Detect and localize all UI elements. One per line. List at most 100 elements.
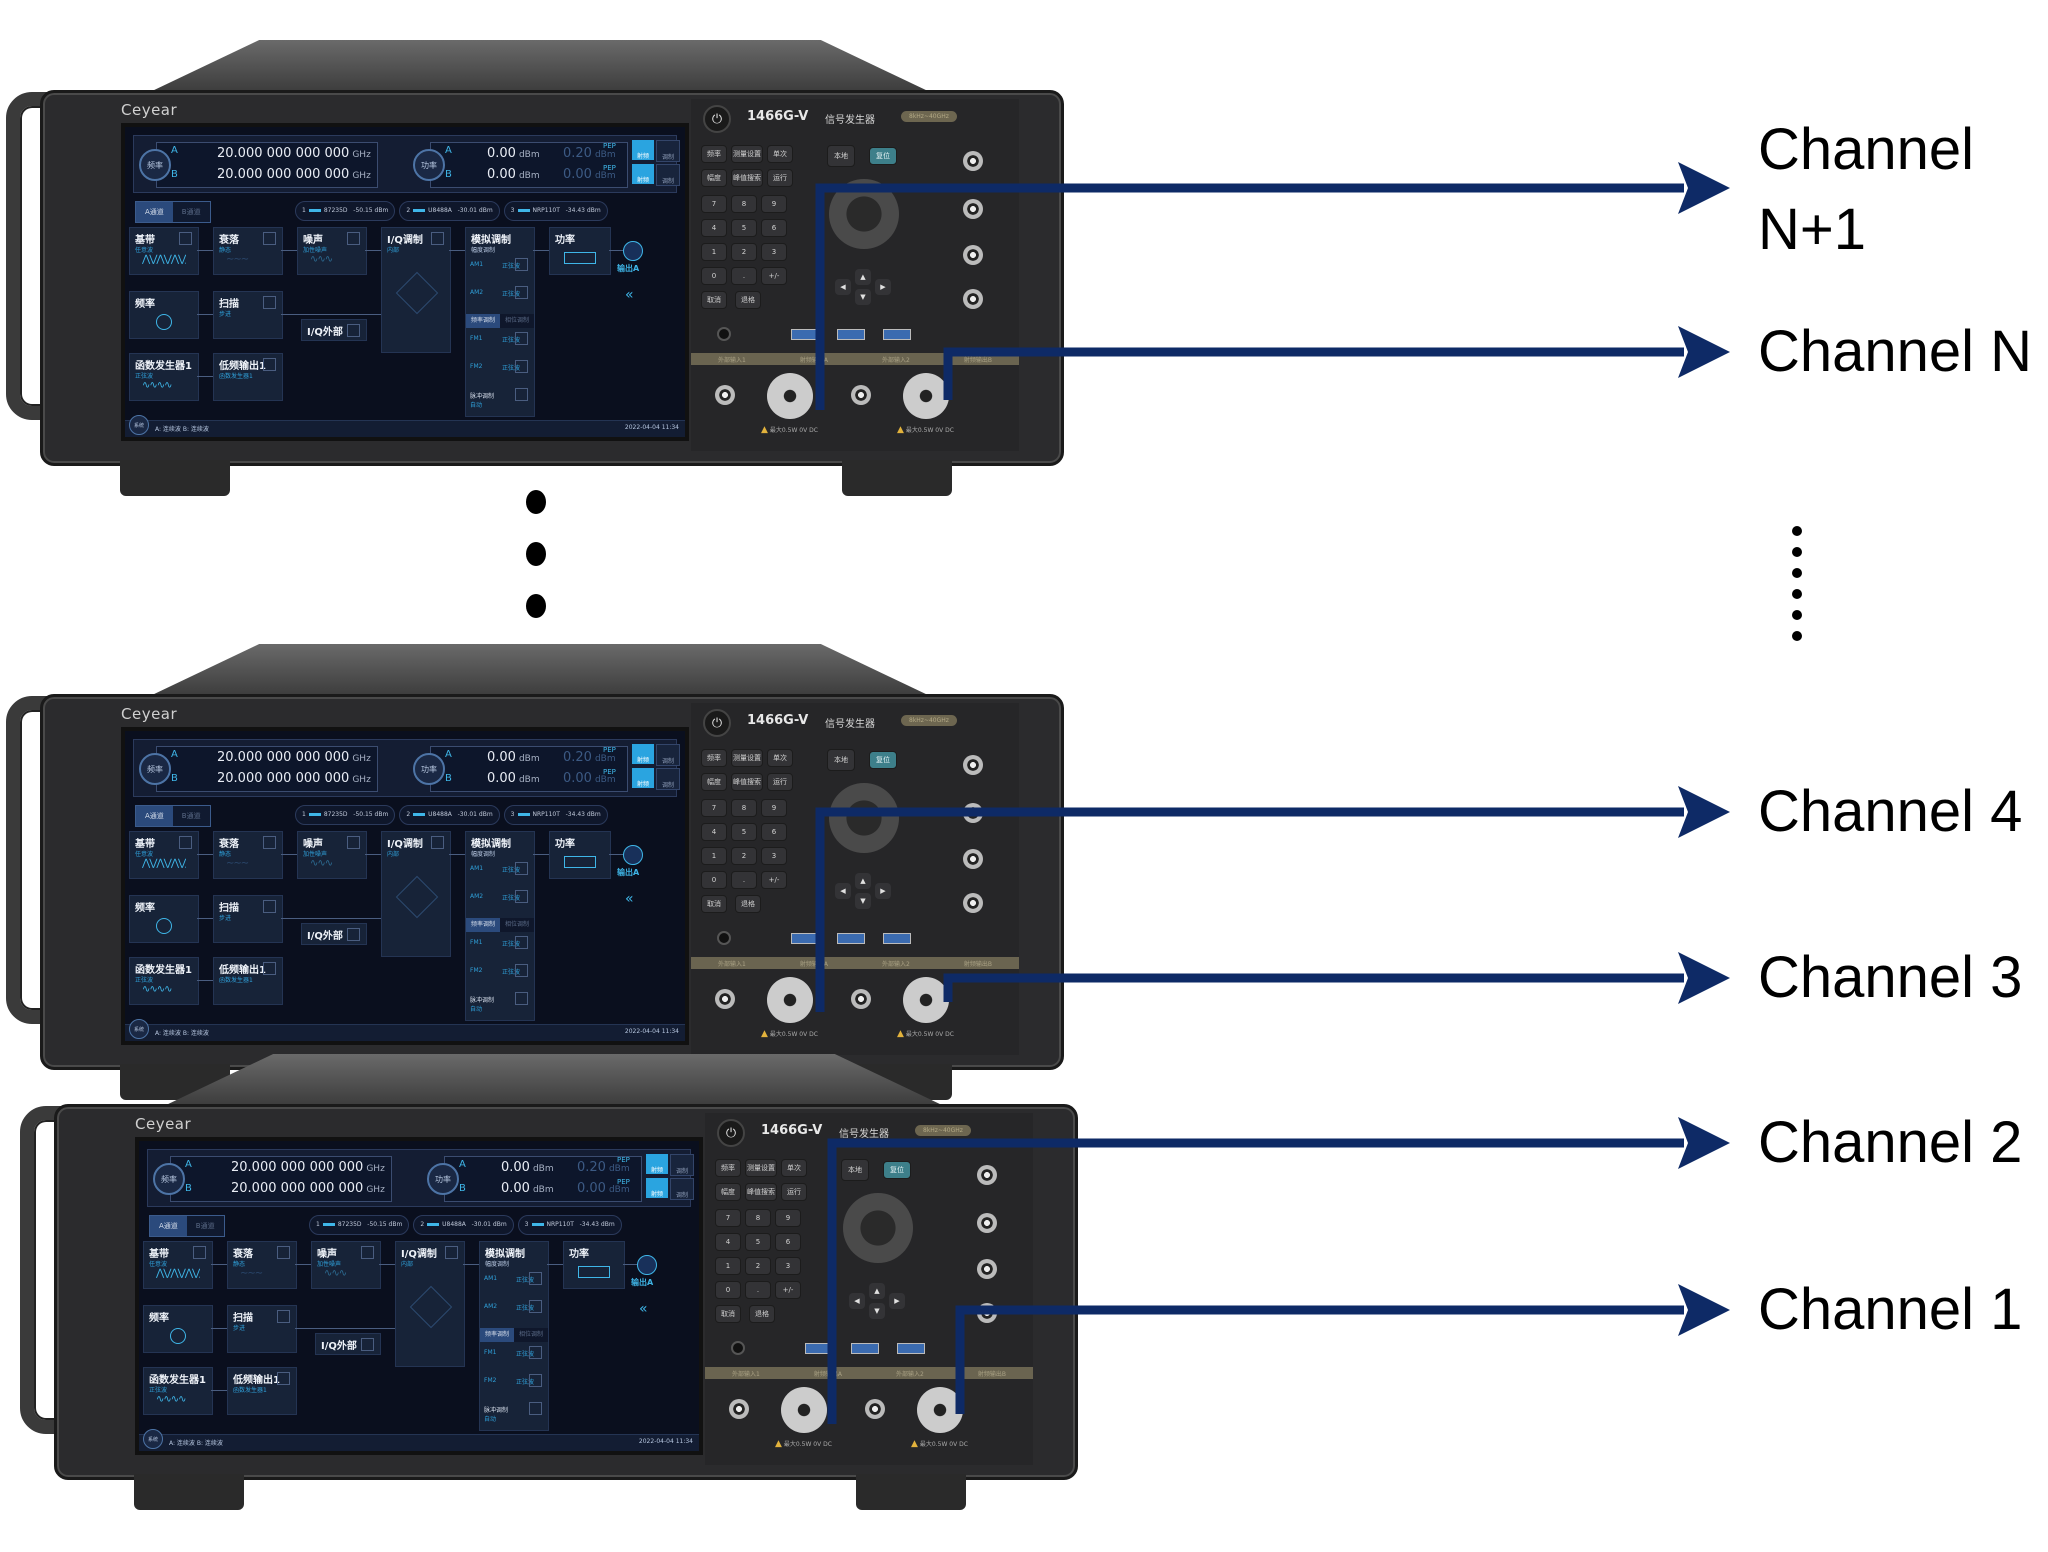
baseband-block[interactable]: 基带 任意波 ⋀⋁⋀⋁⋀⋁⋀⋁ bbox=[143, 1241, 213, 1289]
enable-checkbox[interactable] bbox=[263, 358, 276, 371]
bnc-connector[interactable] bbox=[963, 199, 983, 219]
arrow-left-key[interactable]: ◀ bbox=[849, 1293, 865, 1309]
pulse-row[interactable]: 脉冲调制自动 bbox=[484, 1402, 544, 1428]
arrow-right-key[interactable]: ▶ bbox=[889, 1293, 905, 1309]
bnc-connector[interactable] bbox=[963, 151, 983, 171]
key-7[interactable]: 7 bbox=[715, 1209, 741, 1227]
headphone-jack[interactable] bbox=[731, 1341, 745, 1355]
key-measure-setup[interactable]: 测量设置 bbox=[731, 145, 763, 163]
power-block[interactable]: 功率 bbox=[549, 227, 611, 275]
key-6[interactable]: 6 bbox=[761, 823, 787, 841]
enable-checkbox[interactable] bbox=[347, 324, 360, 337]
power-block[interactable]: 功率 bbox=[549, 831, 611, 879]
enable-checkbox[interactable] bbox=[361, 1338, 374, 1351]
frequency-block[interactable]: 频率 bbox=[129, 895, 199, 943]
arrow-down-key[interactable]: ▼ bbox=[855, 893, 871, 909]
key-local[interactable]: 本地 bbox=[827, 749, 855, 771]
collapse-panel-icon[interactable]: « bbox=[625, 287, 634, 303]
key-preset[interactable]: 复位 bbox=[869, 751, 897, 769]
bnc-connector[interactable] bbox=[963, 245, 983, 265]
power-block[interactable]: 功率 bbox=[563, 1241, 625, 1289]
fm1-checkbox[interactable] bbox=[515, 936, 528, 949]
iq-modulation-block[interactable]: I/Q调制 内部 bbox=[395, 1241, 465, 1367]
enable-checkbox[interactable] bbox=[361, 1246, 374, 1259]
key-preset[interactable]: 复位 bbox=[869, 147, 897, 165]
power-button[interactable]: 功率 bbox=[413, 753, 445, 785]
key-1[interactable]: 1 bbox=[701, 847, 727, 865]
enable-checkbox[interactable] bbox=[347, 928, 360, 941]
tab-fm[interactable]: 频率调制 bbox=[466, 314, 500, 328]
arrow-up-key[interactable]: ▲ bbox=[855, 269, 871, 285]
am1-checkbox[interactable] bbox=[529, 1272, 542, 1285]
rf-b-toggle[interactable]: 射频 bbox=[632, 768, 654, 788]
key-4[interactable]: 4 bbox=[701, 219, 727, 237]
key-2[interactable]: 2 bbox=[745, 1257, 771, 1275]
key-backspace[interactable]: 退格 bbox=[735, 291, 761, 309]
arrow-down-key[interactable]: ▼ bbox=[855, 289, 871, 305]
fm2-checkbox[interactable] bbox=[515, 964, 528, 977]
enable-checkbox[interactable] bbox=[263, 962, 276, 975]
tab-pm[interactable]: 相位调制 bbox=[514, 1328, 548, 1342]
collapse-panel-icon[interactable]: « bbox=[625, 891, 634, 907]
rotary-knob[interactable] bbox=[843, 1193, 913, 1263]
external-input-1-connector[interactable] bbox=[715, 989, 735, 1009]
key-decimal[interactable]: . bbox=[745, 1281, 771, 1299]
usb-port[interactable] bbox=[851, 1343, 879, 1354]
arrow-left-key[interactable]: ◀ bbox=[835, 883, 851, 899]
key-frequency[interactable]: 频率 bbox=[701, 749, 727, 767]
rf-b-toggle[interactable]: 射频 bbox=[646, 1178, 668, 1198]
key-backspace[interactable]: 退格 bbox=[735, 895, 761, 913]
rf-output-a-connector[interactable] bbox=[767, 977, 813, 1023]
key-cancel[interactable]: 取消 bbox=[701, 291, 727, 309]
noise-block[interactable]: 噪声 加性噪声 ∿∿∿ bbox=[297, 227, 367, 275]
enable-checkbox[interactable] bbox=[263, 900, 276, 913]
tab-channel-b[interactable]: B通道 bbox=[186, 1216, 224, 1236]
baseband-block[interactable]: 基带 任意波 ⋀⋁⋀⋁⋀⋁⋀⋁ bbox=[129, 227, 199, 275]
key-2[interactable]: 2 bbox=[731, 847, 757, 865]
usb-port[interactable] bbox=[837, 329, 865, 340]
rf-output-b-connector[interactable] bbox=[903, 373, 949, 419]
arrow-right-key[interactable]: ▶ bbox=[875, 883, 891, 899]
key-9[interactable]: 9 bbox=[761, 799, 787, 817]
am2-checkbox[interactable] bbox=[515, 890, 528, 903]
key-6[interactable]: 6 bbox=[775, 1233, 801, 1251]
iq-modulation-block[interactable]: I/Q调制 内部 bbox=[381, 831, 451, 957]
collapse-panel-icon[interactable]: « bbox=[639, 1301, 648, 1317]
key-run[interactable]: 运行 bbox=[781, 1183, 807, 1201]
key-5[interactable]: 5 bbox=[731, 219, 757, 237]
key-0[interactable]: 0 bbox=[701, 871, 727, 889]
mod-a-toggle[interactable]: 调制 bbox=[670, 1154, 694, 1176]
external-input-2-connector[interactable] bbox=[851, 385, 871, 405]
frequency-button[interactable]: 频率 bbox=[139, 149, 171, 181]
mod-b-toggle[interactable]: 调制 bbox=[656, 768, 680, 790]
power-switch-icon[interactable]: ⏻ bbox=[703, 105, 731, 133]
tab-channel-b[interactable]: B通道 bbox=[172, 806, 210, 826]
usb-port[interactable] bbox=[883, 933, 911, 944]
fm2-checkbox[interactable] bbox=[515, 360, 528, 373]
usb-port[interactable] bbox=[897, 1343, 925, 1354]
enable-checkbox[interactable] bbox=[263, 836, 276, 849]
usb-port[interactable] bbox=[883, 329, 911, 340]
key-amplitude[interactable]: 幅度 bbox=[701, 773, 727, 791]
key-0[interactable]: 0 bbox=[715, 1281, 741, 1299]
sweep-block[interactable]: 扫描 步进 bbox=[213, 895, 283, 943]
pulse-row[interactable]: 脉冲调制自动 bbox=[470, 992, 530, 1018]
output-a-button[interactable] bbox=[623, 845, 643, 865]
key-measure-setup[interactable]: 测量设置 bbox=[745, 1159, 777, 1177]
fm1-checkbox[interactable] bbox=[529, 1346, 542, 1359]
power-switch-icon[interactable]: ⏻ bbox=[717, 1119, 745, 1147]
